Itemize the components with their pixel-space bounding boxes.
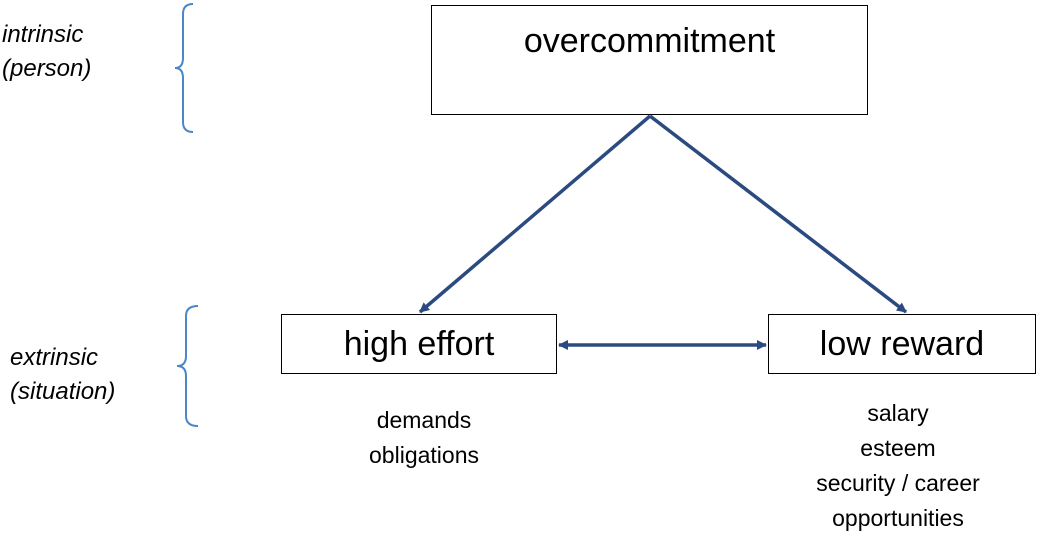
- low-reward-box: low reward: [768, 314, 1036, 374]
- intrinsic-person-label: intrinsic (person): [2, 18, 91, 86]
- effort-detail-obligations: obligations: [369, 442, 479, 468]
- intrinsic-label-line-2: (person): [2, 55, 92, 82]
- effort-details-list: demands obligations: [324, 403, 524, 473]
- extrinsic-bracket: [176, 305, 199, 427]
- overcommitment-box: overcommitment: [431, 5, 868, 115]
- overcommitment-label: overcommitment: [523, 22, 776, 60]
- reward-detail-security-career: security / career: [816, 470, 980, 496]
- intrinsic-label-line-1: intrinsic: [2, 21, 84, 48]
- reward-detail-opportunities: opportunities: [832, 505, 964, 531]
- reward-detail-esteem: esteem: [860, 435, 936, 461]
- arrow-overcommitment-to-high-effort: [418, 114, 652, 314]
- extrinsic-situation-label: extrinsic (situation): [10, 341, 115, 409]
- reward-details-list: salary esteem security / career opportun…: [778, 396, 1018, 536]
- intrinsic-bracket: [174, 3, 194, 133]
- arrow-overcommitment-to-low-reward: [648, 114, 908, 314]
- high-effort-box: high effort: [281, 314, 557, 374]
- reward-detail-salary: salary: [867, 400, 929, 426]
- low-reward-label: low reward: [819, 325, 985, 363]
- effort-detail-demands: demands: [376, 407, 472, 433]
- extrinsic-label-line-2: (situation): [10, 378, 116, 405]
- extrinsic-label-line-1: extrinsic: [10, 344, 99, 371]
- high-effort-label: high effort: [343, 325, 495, 363]
